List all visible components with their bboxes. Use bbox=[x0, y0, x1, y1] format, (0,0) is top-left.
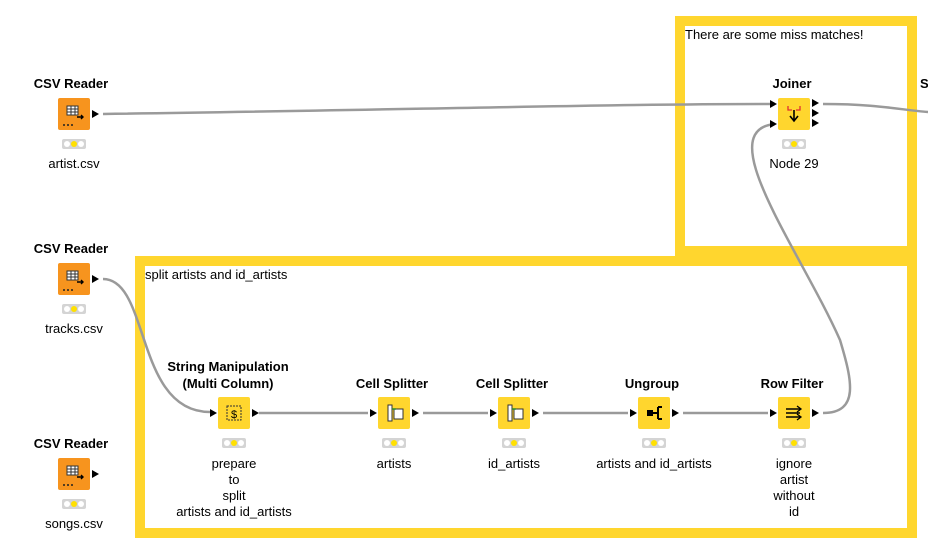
status-light-csv1 bbox=[62, 139, 86, 149]
node-label-split1: artists bbox=[376, 456, 412, 471]
string-manipulation-icon: $ bbox=[226, 405, 242, 421]
output-port-csv3[interactable] bbox=[92, 470, 99, 478]
status-light-rowfilter bbox=[782, 438, 806, 448]
csv-reader-node-2[interactable] bbox=[58, 263, 90, 295]
node-title-strmanip: String Manipulation (Multi Column) bbox=[167, 359, 289, 391]
input-port-ungroup[interactable] bbox=[630, 409, 637, 417]
output-port-rowfilter[interactable] bbox=[812, 409, 819, 417]
input-port-rowfilter[interactable] bbox=[770, 409, 777, 417]
cell-splitter-node-1[interactable] bbox=[378, 397, 410, 429]
joiner-icon bbox=[787, 106, 801, 123]
status-light-csv3 bbox=[62, 499, 86, 509]
output-port-csv2[interactable] bbox=[92, 275, 99, 283]
node-title-ungroup: Ungroup bbox=[624, 376, 680, 391]
output-port-ungroup[interactable] bbox=[672, 409, 679, 417]
node-label-csv2: tracks.csv bbox=[45, 321, 103, 336]
output-port-strmanip[interactable] bbox=[252, 409, 259, 417]
row-filter-icon bbox=[786, 405, 803, 421]
node-label-rowfilter: ignore artist without id bbox=[773, 456, 815, 519]
table-reader-icon bbox=[63, 270, 84, 291]
node-title-split1: Cell Splitter bbox=[355, 376, 429, 391]
input-port-joiner-left[interactable] bbox=[770, 100, 777, 108]
node-title-rowfilter: Row Filter bbox=[760, 376, 824, 391]
csv-reader-node-1[interactable] bbox=[58, 98, 90, 130]
output-port-joiner-1[interactable] bbox=[812, 99, 819, 107]
output-port-split2[interactable] bbox=[532, 409, 539, 417]
status-light-joiner bbox=[782, 139, 806, 149]
connection-csv1-joiner bbox=[102, 102, 776, 116]
annotation-mismatch-text: There are some miss matches! bbox=[685, 27, 864, 42]
connection-joiner-out bbox=[822, 102, 928, 114]
joiner-node[interactable] bbox=[778, 98, 810, 130]
node-label-joiner: Node 29 bbox=[769, 156, 819, 171]
status-light-csv2 bbox=[62, 304, 86, 314]
table-reader-icon bbox=[63, 105, 84, 126]
cell-splitter-node-2[interactable] bbox=[498, 397, 530, 429]
node-title-csv1: CSV Reader bbox=[33, 76, 109, 91]
cell-splitter-icon bbox=[507, 404, 524, 422]
cell-splitter-icon bbox=[387, 404, 404, 422]
node-label-csv3: songs.csv bbox=[45, 516, 103, 531]
node-title-csv3: CSV Reader bbox=[33, 436, 109, 451]
status-light-strmanip bbox=[222, 438, 246, 448]
input-port-joiner-right[interactable] bbox=[770, 120, 777, 128]
string-manipulation-node[interactable]: $ bbox=[218, 397, 250, 429]
connection-rowfilter-joiner bbox=[751, 122, 852, 415]
annotation-mismatch[interactable] bbox=[675, 16, 917, 256]
input-port-strmanip[interactable] bbox=[210, 409, 217, 417]
csv-reader-node-3[interactable] bbox=[58, 458, 90, 490]
ungroup-icon bbox=[647, 406, 662, 420]
ungroup-node[interactable] bbox=[638, 397, 670, 429]
node-label-split2: id_artists bbox=[487, 456, 541, 471]
status-light-ungroup bbox=[642, 438, 666, 448]
node-label-ungroup: artists and id_artists bbox=[596, 456, 712, 471]
output-port-csv1[interactable] bbox=[92, 110, 99, 118]
svg-text:$: $ bbox=[231, 409, 237, 421]
row-filter-node[interactable] bbox=[778, 397, 810, 429]
table-reader-icon bbox=[63, 465, 84, 486]
status-light-split1 bbox=[382, 438, 406, 448]
input-port-split2[interactable] bbox=[490, 409, 497, 417]
output-port-joiner-3[interactable] bbox=[812, 119, 819, 127]
node-title-csv2: CSV Reader bbox=[33, 241, 109, 256]
output-port-joiner-2[interactable] bbox=[812, 109, 819, 117]
status-light-split2 bbox=[502, 438, 526, 448]
node-title-joiner: Joiner bbox=[772, 76, 812, 91]
node-title-cutoff: S bbox=[920, 76, 928, 91]
connection-csv2-strmanip bbox=[102, 277, 211, 414]
node-label-csv1: artist.csv bbox=[48, 156, 100, 171]
output-port-split1[interactable] bbox=[412, 409, 419, 417]
node-title-split2: Cell Splitter bbox=[475, 376, 549, 391]
node-label-strmanip: prepare to split artists and id_artists bbox=[176, 456, 292, 519]
input-port-split1[interactable] bbox=[370, 409, 377, 417]
annotation-split-text: split artists and id_artists bbox=[145, 267, 288, 282]
